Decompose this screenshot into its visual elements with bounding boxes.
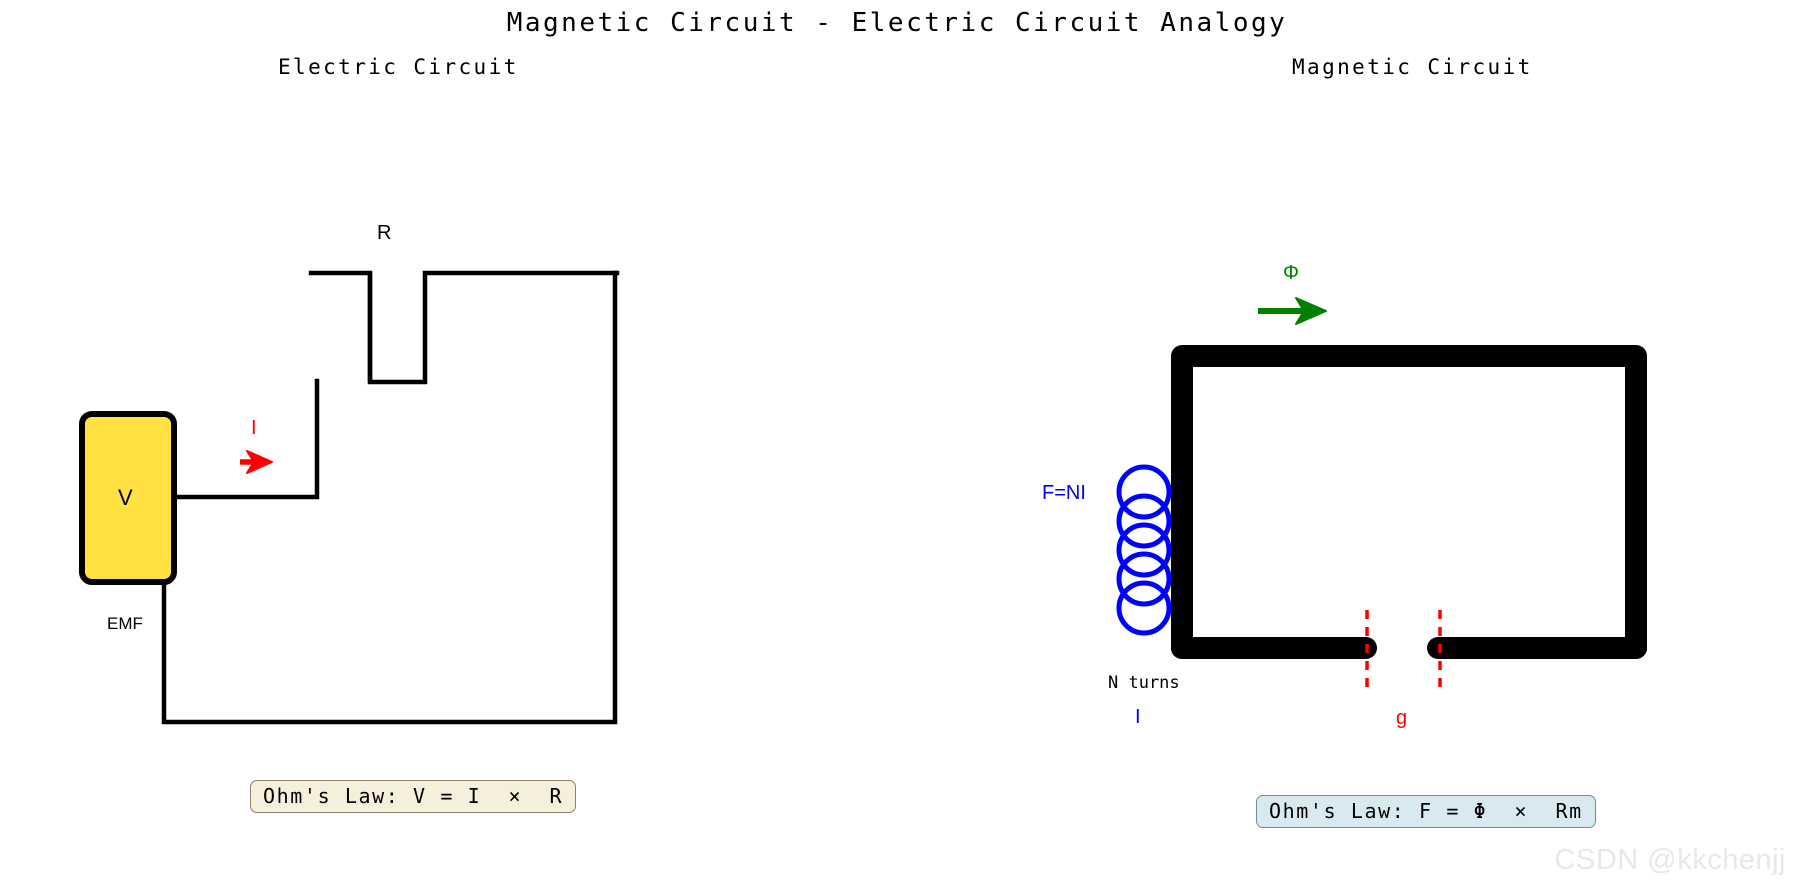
coil-winding-icon: [1116, 464, 1172, 636]
wire-resistor-to-source: [167, 378, 320, 500]
electric-circuit-heading: Electric Circuit: [278, 55, 519, 79]
current-label: I: [251, 417, 257, 439]
page-title: Magnetic Circuit - Electric Circuit Anal…: [506, 8, 1288, 38]
flux-arrow-icon: [1258, 297, 1327, 325]
electric-circuit-drawing: [79, 270, 620, 725]
resistor-label: R: [377, 222, 392, 244]
core-top-left-right: [1171, 345, 1647, 659]
mmf-label: F=NI: [1042, 482, 1086, 504]
coil-current-label: I: [1135, 706, 1141, 728]
turns-label: N turns: [1108, 673, 1180, 693]
electric-ohms-law-box: Ohm's Law: V = I × R: [250, 780, 577, 813]
flux-label: Φ: [1283, 262, 1299, 284]
watermark: CSDN @kkchenjj: [1554, 844, 1786, 876]
magnetic-circuit-drawing: [1116, 297, 1647, 690]
emf-caption: EMF: [107, 614, 143, 633]
voltage-source-label: V: [118, 485, 133, 510]
magnetic-circuit-heading: Magnetic Circuit: [1292, 55, 1533, 79]
current-arrow-icon: [240, 450, 273, 474]
air-gap-label: g: [1396, 707, 1408, 729]
wire-outer-loop: [161, 270, 618, 725]
magnetic-ohms-law-box: Ohm's Law: F = Φ × Rm: [1256, 795, 1596, 828]
resistor-symbol: [308, 270, 620, 385]
